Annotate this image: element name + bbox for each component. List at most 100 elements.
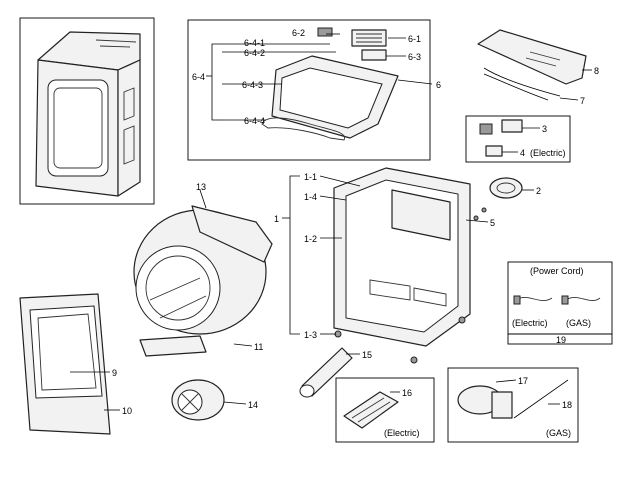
callout-14: 14 [248, 400, 258, 410]
dryer-door-window [53, 87, 103, 169]
callout-13: 13 [196, 182, 206, 192]
gas-burner-group [447, 367, 579, 443]
top-cover-panel [279, 67, 383, 129]
part-6-4-4-door-seal [261, 117, 345, 141]
heater-group [335, 377, 435, 443]
callout-10: 10 [122, 406, 132, 416]
leader-6 [397, 79, 433, 85]
power-cord-electric [515, 296, 553, 302]
heater-frame [335, 377, 435, 443]
heater-coils [351, 397, 391, 423]
callout-18: 18 [562, 400, 572, 410]
part-6-3-lint-filter [361, 49, 387, 61]
callout-6-4-4: 6-4-4 [244, 116, 265, 126]
bracket-6-4 [211, 43, 222, 121]
callout-2: 2 [536, 186, 541, 196]
leader-1-4 [319, 195, 347, 201]
drum-lifters [149, 277, 207, 319]
cabinet-rear-duct [391, 189, 451, 241]
front-panel-group [19, 293, 111, 435]
part-16-heater [343, 391, 399, 429]
duct-group [299, 347, 353, 398]
callout-11: 11 [254, 342, 263, 352]
power-cord-gas [565, 296, 601, 302]
power-cord-title: (Power Cord) [530, 266, 584, 276]
callout-1-4: 1-4 [304, 192, 317, 202]
part-1-3-leveling-leg [458, 316, 466, 324]
callouts: 6-2 6-1 6-4-1 6-4-2 6-3 6-4 6-4-3 6 6-4-… [112, 28, 599, 438]
callout-1-2: 1-2 [304, 234, 317, 244]
exhaust-port-opening [496, 182, 516, 194]
cabinet-group [333, 167, 471, 364]
part-3-connector [479, 123, 493, 135]
cabinet-base-supports [369, 279, 447, 307]
callout-9: 9 [112, 368, 117, 378]
callout-6-4-1: 6-4-1 [244, 38, 265, 48]
motor-group [171, 379, 225, 421]
electric-board-group [465, 115, 571, 163]
leader-lines [70, 33, 592, 411]
leader-11 [233, 343, 253, 347]
part-6-2-clip [317, 27, 333, 37]
motor-fan-blades [181, 393, 199, 411]
duct-end [299, 384, 315, 398]
gas-burner-frame [447, 367, 579, 443]
door-window [37, 313, 97, 391]
dryer-control-panel-lines [95, 39, 137, 48]
dryer-door [47, 79, 109, 177]
callout-6-4: 6-4 [192, 72, 205, 82]
drum-inner-ring [145, 255, 211, 321]
part-1-3-leveling-leg [410, 356, 418, 364]
leader-14 [223, 401, 247, 405]
callout-6: 6 [436, 80, 441, 90]
callout-5: 5 [490, 218, 495, 228]
callout-19: 19 [556, 335, 566, 345]
power-cord-frame [507, 261, 613, 345]
leader-7 [559, 97, 579, 101]
heater-electric-label: (Electric) [384, 428, 420, 438]
power-cord-electric-label: (Electric) [512, 318, 548, 328]
assembled-dryer [19, 17, 155, 205]
part-5-screw [473, 215, 479, 221]
leader-5 [465, 219, 489, 223]
callout-7: 7 [580, 96, 585, 106]
filter-housing-grille [356, 33, 382, 43]
callout-16: 16 [402, 388, 412, 398]
drum-group [133, 205, 273, 357]
callout-15: 15 [362, 350, 372, 360]
drum-lint-duct [139, 335, 207, 357]
power-cord-gas-plug [561, 295, 569, 305]
power-cord-gas-label: (GAS) [566, 318, 591, 328]
callout-1-3: 1-3 [304, 330, 317, 340]
callout-1-1: 1-1 [304, 172, 317, 182]
top-cover-group-frame [187, 19, 431, 161]
callout-6-4-2: 6-4-2 [244, 48, 265, 58]
part-5-screw [481, 207, 487, 213]
callout-6-1: 6-1 [408, 34, 421, 44]
top-cover-group [187, 19, 431, 161]
callout-6-3: 6-3 [408, 52, 421, 62]
callout-8: 8 [594, 66, 599, 76]
callout-4: 4 [520, 148, 525, 158]
assembled-dryer-frame [19, 17, 155, 205]
part-8-control-panel [477, 29, 587, 85]
electric-board-label: (Electric) [530, 148, 566, 158]
leader-13 [199, 189, 207, 209]
callout-3: 3 [542, 124, 547, 134]
part-18-burner-tube [513, 379, 569, 419]
part-13-drum-bracket [191, 205, 273, 263]
callout-6-4-3: 6-4-3 [242, 80, 263, 90]
power-cord-group [507, 261, 613, 345]
control-panel-detail [525, 51, 561, 67]
dryer-side-vents [123, 87, 135, 165]
part-3-pcb [501, 119, 523, 133]
bracket-1 [289, 175, 300, 335]
control-panel-group [477, 29, 587, 101]
leader-17 [495, 379, 517, 383]
gas-valve [491, 391, 513, 419]
electric-board-frame [465, 115, 571, 163]
power-cord-electric-plug [513, 295, 521, 305]
callout-17: 17 [518, 376, 528, 386]
leader-1-1 [319, 175, 361, 187]
